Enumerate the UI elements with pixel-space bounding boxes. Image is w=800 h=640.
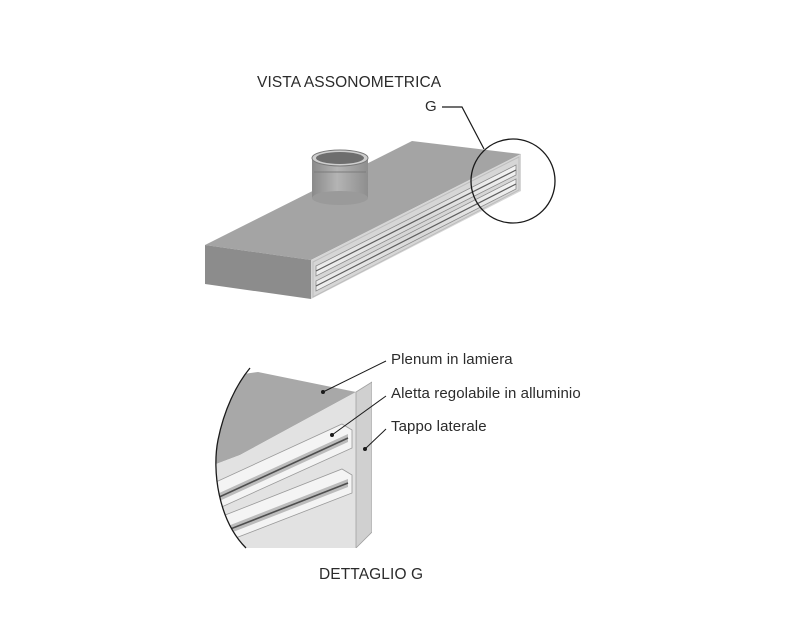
detail-marker-label: G [425, 98, 437, 115]
component-label-tappo: Tappo laterale [391, 418, 487, 435]
component-leaders [321, 360, 387, 451]
component-label-aletta: Aletta regolabile in alluminio [391, 385, 581, 402]
plenum-end-face [205, 245, 311, 299]
detail-circle [470, 138, 556, 224]
component-label-plenum: Plenum in lamiera [391, 351, 513, 368]
spigot-collar [311, 149, 369, 205]
detail-arc [215, 367, 251, 549]
detail-end-cap [355, 381, 372, 548]
axonometric-view-title: VISTA ASSONOMETRICA [257, 74, 442, 91]
detail-view-title: DETTAGLIO G [319, 566, 424, 583]
linear-slots [315, 164, 517, 292]
detail-top-plate [215, 372, 356, 470]
detail-leader-line [442, 106, 485, 150]
detail-callout [442, 106, 556, 224]
detail-view [215, 372, 372, 548]
